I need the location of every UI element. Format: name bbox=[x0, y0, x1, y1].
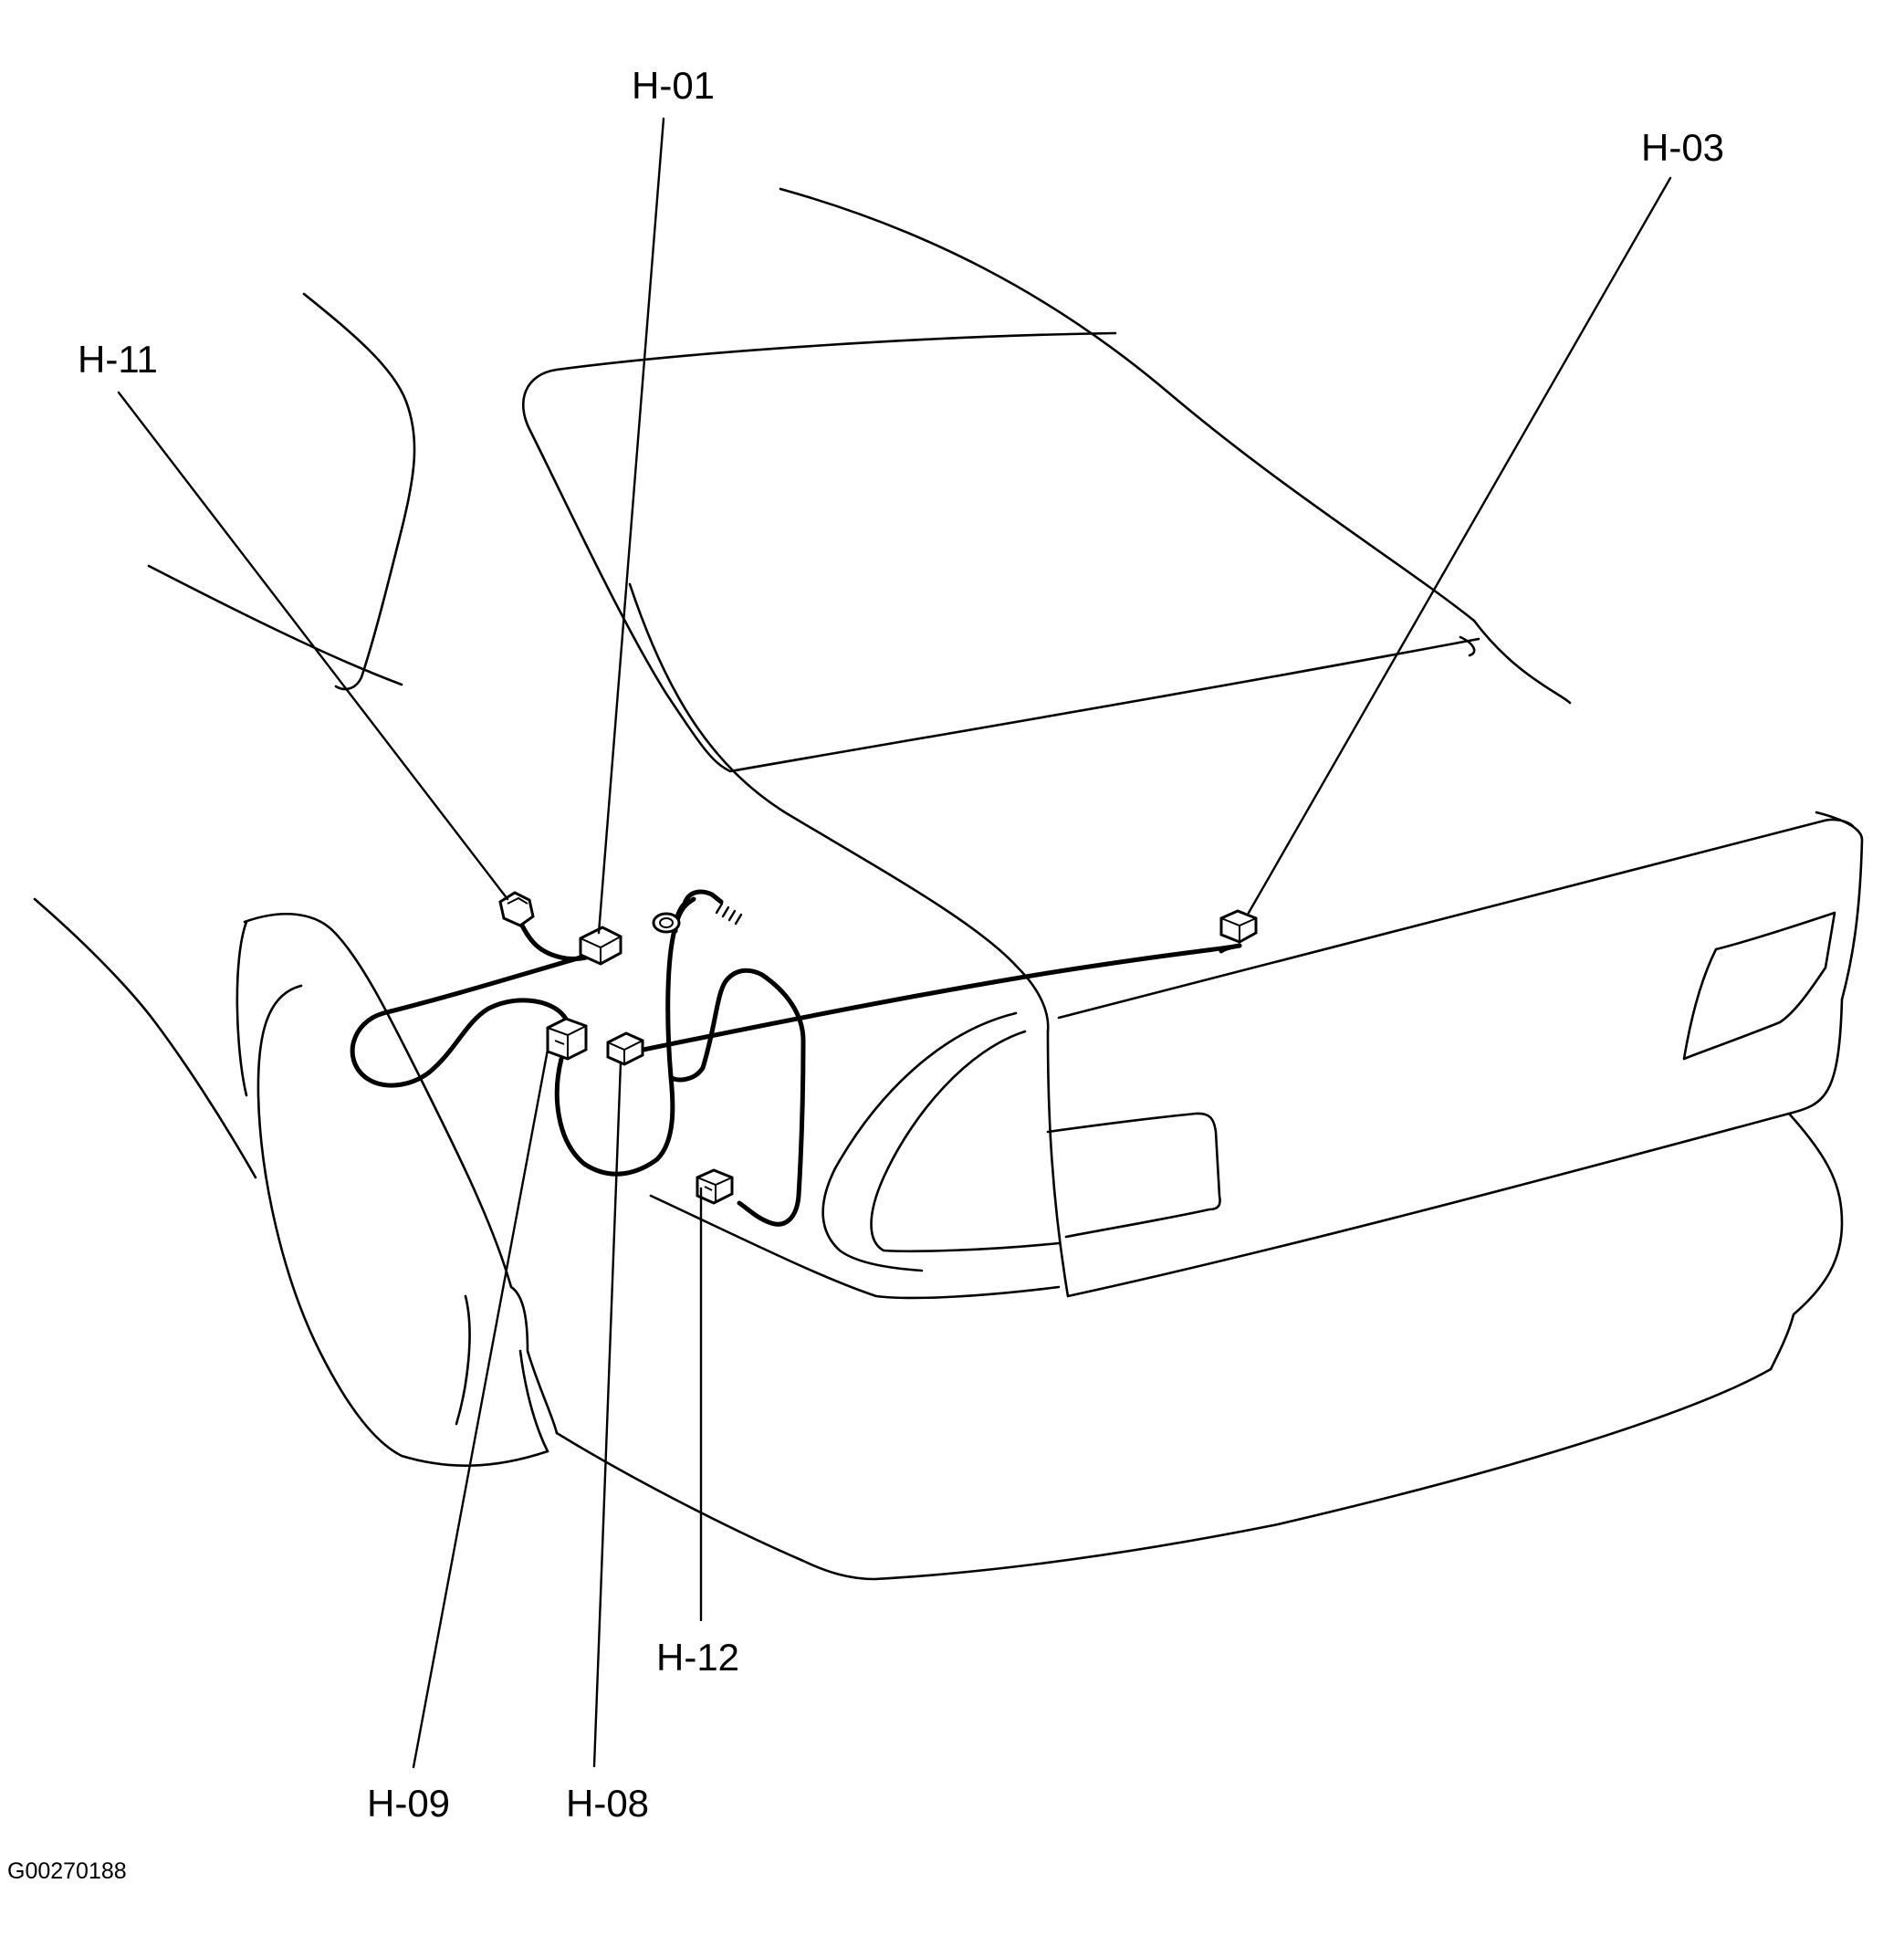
connector-h09 bbox=[546, 1017, 588, 1061]
callout-h12: H-12 bbox=[656, 1636, 739, 1679]
callout-h01: H-01 bbox=[632, 64, 715, 107]
connector-h11 bbox=[498, 891, 535, 927]
callout-h09: H-09 bbox=[367, 1782, 450, 1825]
vehicle-body-outline bbox=[33, 187, 1864, 1581]
connector-h08 bbox=[606, 1031, 644, 1066]
leader-lines bbox=[117, 117, 1672, 1769]
leader-h01 bbox=[597, 117, 665, 935]
callout-h08: H-08 bbox=[566, 1782, 649, 1825]
connector-h01 bbox=[579, 926, 622, 966]
connector-h12 bbox=[696, 1168, 734, 1205]
leader-h09 bbox=[412, 1048, 549, 1769]
figure-code: G00270188 bbox=[7, 1858, 127, 1884]
leader-h11 bbox=[117, 391, 509, 901]
callout-h11: H-11 bbox=[78, 338, 158, 381]
leader-h03 bbox=[1247, 176, 1672, 915]
wiring-harness bbox=[350, 889, 1242, 1227]
callout-h03: H-03 bbox=[1641, 126, 1724, 169]
connector-h03 bbox=[1219, 909, 1258, 944]
leader-h08 bbox=[592, 1061, 622, 1768]
